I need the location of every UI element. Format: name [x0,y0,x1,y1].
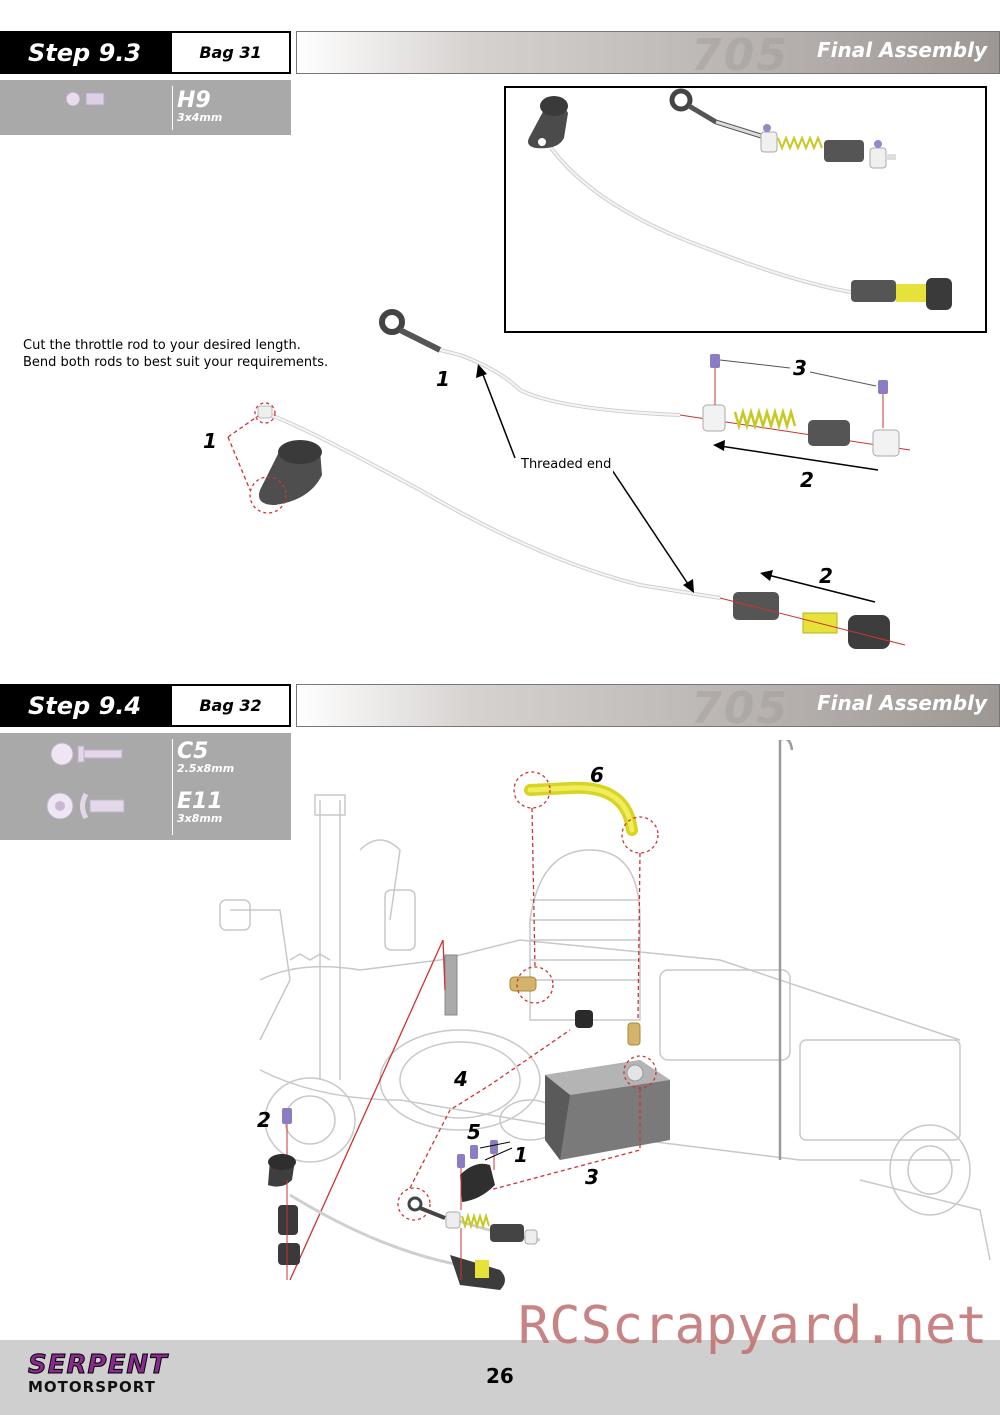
step-9-4-text: Step 9.4 [28,691,142,720]
bag-31-text: Bag 31 [199,43,262,62]
assembled-inset-frame [504,86,987,333]
screw-e11-icon [46,791,126,825]
part-code: E11 [177,789,223,814]
threaded-end-label: Threaded end [519,456,614,473]
spacer-part-icon [64,90,108,114]
callout-3-set-screws: 3 [793,356,807,380]
step-9-3-title-bar: 705 Final Assembly [296,30,1000,81]
part-e11: E11 3x8mm [177,791,223,825]
logo-motorsport-text: MOTORSPORT [28,1378,156,1396]
part-size: 2.5x8mm [177,762,235,775]
logo-serpent-text: SERPENT [28,1350,168,1380]
screw-c5-icon [50,741,124,771]
part-size: 3x4mm [177,111,223,124]
instruction-line-1: Cut the throttle rod to your desired len… [23,338,301,353]
step-9-4-title: Final Assembly [817,691,987,715]
instruction-text: Cut the throttle rod to your desired len… [23,337,383,371]
bag-32-label: Bag 32 [170,684,291,727]
step-9-3-text: Step 9.3 [28,38,142,67]
model-logo-ghost: 705 [691,683,789,734]
exploded-rods-illustration [227,309,911,649]
parts-divider [172,739,173,835]
page-footer [0,1340,1000,1415]
parts-panel-9-3: H9 3x4mm [0,80,291,135]
part-code: C5 [177,739,209,764]
instruction-line-2: Bend both rods to best suit your require… [23,355,329,370]
callout-5: 5 [467,1120,481,1144]
callout-1-servo-horn: 1 [203,429,217,453]
bag-32-text: Bag 32 [199,696,262,715]
callout-1-short-rod: 1 [436,367,450,391]
part-code: H9 [177,88,211,113]
part-size: 3x8mm [177,812,223,825]
parts-divider [172,86,173,130]
serpent-logo: SERPENT MOTORSPORT [28,1350,168,1397]
callout-2: 2 [257,1108,271,1132]
step-9-4-label: Step 9.4 [0,684,170,727]
model-logo-ghost: 705 [691,30,789,81]
site-watermark: RCScrapyard.net [518,1296,988,1356]
callout-3: 3 [585,1165,599,1189]
step-9-4-title-bar: 705 Final Assembly [296,683,1000,734]
part-c5: C5 2.5x8mm [177,741,234,775]
page-number: 26 [486,1364,514,1388]
callout-2-upper: 2 [800,468,814,492]
parts-panel-9-4: C5 2.5x8mm E11 3x8mm [0,733,291,840]
callout-2-lower: 2 [819,564,833,588]
bag-31-label: Bag 31 [170,31,291,74]
callout-4: 4 [454,1067,468,1091]
chassis-throttle-illustration [219,740,991,1290]
step-9-3-title: Final Assembly [817,38,987,62]
step-9-3-label: Step 9.3 [0,31,170,74]
callout-1: 1 [514,1143,528,1167]
part-h9: H9 3x4mm [177,90,222,124]
assembled-rods-illustration [528,88,952,310]
callout-6-fuel-tube: 6 [590,763,604,787]
